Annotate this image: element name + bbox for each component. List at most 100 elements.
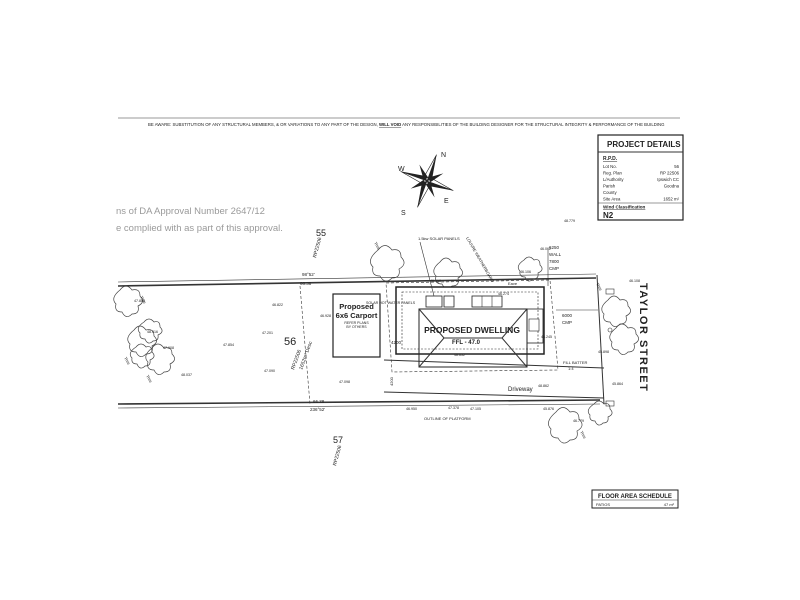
spot-level: 46.106 [520, 270, 531, 274]
fill-batter-label: FILL BATTER [563, 360, 588, 365]
spot-level: 47.105 [470, 407, 481, 411]
spot-level: 46.274 [498, 292, 509, 296]
spot-level: 47.908 [163, 346, 174, 350]
floor-area-row-value: 47 m² [664, 502, 675, 507]
pd-value-parish: Goodna [664, 184, 680, 189]
bearing-top: 98°52' [302, 272, 315, 277]
spot-level: 47.098 [339, 380, 350, 384]
pd-label-plan: Reg. Plan [603, 171, 622, 176]
compass-w-label: W [398, 166, 405, 173]
lot-57-plan: RP22506 [332, 445, 343, 467]
fill-ratio-label: 1:4 [568, 366, 574, 371]
wind-class-label: Wind Classification [603, 205, 646, 210]
solar-hw-label: SOLAR HOT WATER PANELS [366, 301, 416, 305]
spot-level: 46.018 [430, 279, 441, 283]
driveway-label: Driveway [508, 387, 533, 393]
disclaimer-emphasis: WILL VOID [379, 122, 401, 127]
outline-platform-label: OUTLINE OF PLATFORM [424, 416, 471, 421]
pd-value-site-area: 1652 m² [663, 197, 679, 202]
street-name: TAYLOR STREET [637, 283, 649, 392]
lot-55-plan: RP22506 [312, 237, 323, 259]
tree-label-3: Tree [145, 374, 154, 384]
approval-stamp-line2: e complied with as part of this approval… [116, 223, 283, 234]
tree-label-5: Tree [579, 430, 588, 440]
dim-left-4200: 4200 [389, 376, 394, 386]
lot-56-number: 56 [284, 336, 296, 348]
pd-label-county: County [603, 190, 617, 195]
spot-level: 46.062 [540, 247, 551, 251]
service-pit [607, 327, 613, 333]
spot-level: 46.108 [629, 279, 640, 283]
compass-n-label: N [441, 152, 446, 159]
spot-level: 48.037 [181, 373, 192, 377]
platform-outline [385, 279, 559, 373]
carport-line1: Proposed [339, 302, 374, 311]
wall-label: WALL [549, 252, 562, 257]
spot-level: 47.854 [223, 343, 234, 347]
tree-label-6: Tree [595, 282, 604, 292]
spot-level: 48.016 [147, 330, 158, 334]
pd-value-authority: Ipswich CC [657, 177, 679, 182]
compass-s-label: S [401, 210, 406, 217]
spot-level: 48.652 [454, 353, 465, 357]
cmp-label-top: CMP [549, 266, 559, 271]
distance-top: 66.38 [300, 281, 312, 286]
distance-bottom: 66.38 [313, 399, 325, 404]
street-marker [605, 400, 615, 407]
spot-level: 45.876 [543, 407, 554, 411]
spot-level: 47.888 [134, 299, 145, 303]
carport-line2: 6x6 Carport [336, 311, 378, 320]
tree-label-4: Tree [373, 241, 382, 251]
spot-level: 45.864 [612, 382, 623, 386]
project-details-box: PROJECT DETAILS R.P.D. Lot No. 56 Reg. P… [597, 134, 684, 221]
lot-57-number: 57 [333, 435, 343, 445]
setback-6250: 6250 [549, 245, 560, 250]
spot-level: 46.779 [573, 419, 584, 423]
spot-level: 46.822 [272, 303, 283, 307]
trees-dwelling-top [370, 245, 543, 289]
property-boundaries [117, 273, 605, 409]
solar-panels-label: 1.5kw SOLAR PANELS [418, 236, 460, 241]
spot-level: 48.779 [564, 219, 575, 223]
setback-7800: 7800 [549, 259, 560, 264]
pd-label-parish: Parish [603, 184, 616, 189]
spot-level: 46.950 [406, 407, 417, 411]
floor-area-row-label: PATIOS [596, 502, 610, 507]
floor-area-schedule: FLOOR AREA SCHEDULE PATIOS 47 m² [591, 489, 679, 509]
spot-level: 46.928 [320, 314, 331, 318]
spot-level: 45.898 [598, 350, 609, 354]
proposed-dwelling: PROPOSED DWELLING FFL - 47.0 [395, 286, 545, 368]
pd-label-authority: L/Authority [603, 177, 624, 182]
spot-level: 47.201 [262, 331, 273, 335]
disclaimer-text: BE AWARE: SUBSTITUTION OF ANY STRUCTURAL… [148, 122, 665, 127]
north-arrow-compass [400, 154, 454, 208]
rpd-label: R.P.D. [603, 156, 618, 162]
driveway: Driveway [383, 359, 605, 399]
spot-level: 48.862 [538, 384, 549, 388]
pd-value-plan: RP 22506 [660, 171, 680, 176]
trees-left [113, 285, 175, 375]
spot-level: 47.378 [448, 406, 459, 410]
pd-label-lot: Lot No. [603, 164, 617, 169]
proposed-carport: Proposed 6x6 Carport REFER PLANS BY OTHE… [332, 293, 381, 358]
dwelling-title: PROPOSED DWELLING [424, 325, 520, 335]
spot-level: 47.090 [264, 369, 275, 373]
eave-label: Eave [508, 281, 518, 286]
trees-right [548, 295, 639, 444]
lot-55-number: 55 [316, 228, 326, 238]
floor-area-title: FLOOR AREA SCHEDULE [598, 494, 672, 500]
approval-stamp-line1: ns of DA Approval Number 2647/12 [116, 206, 265, 217]
tree-label-1: Tree [139, 295, 148, 305]
street-marker [605, 288, 615, 295]
compass-e-label: E [444, 198, 449, 205]
pd-value-lot: 56 [674, 164, 679, 169]
bearing-bottom: 236°52' [310, 407, 325, 412]
project-details-title: PROJECT DETAILS [607, 140, 681, 149]
pd-label-site-area: Site Area [603, 197, 621, 202]
wind-class-value: N2 [603, 211, 614, 220]
spot-levels: 47.888 48.016 47.908 48.037 47.854 47.20… [134, 219, 640, 423]
setback-6000: 6000 [562, 313, 573, 318]
tree-label-2: Tree [123, 356, 132, 366]
cmp-label-right: CMP [562, 320, 572, 325]
